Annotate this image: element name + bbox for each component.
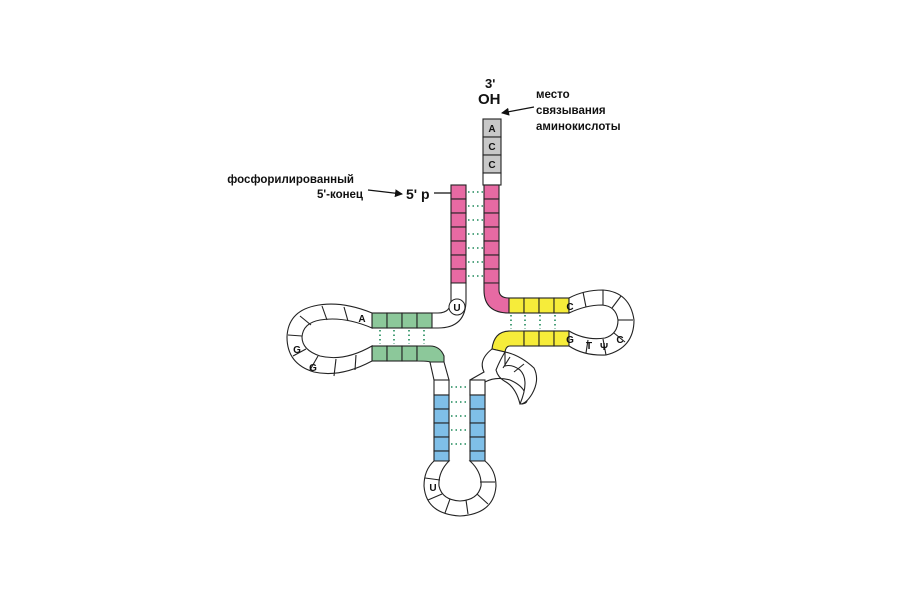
phospho-line-2: 5ʹ-конец (317, 189, 363, 201)
acceptor-stem: A C C (450, 118, 502, 284)
anticodon-white-seg (469, 379, 486, 396)
anticodon-arm (429, 361, 486, 462)
acceptor-right-seg (483, 184, 500, 200)
acc-terminal: A C C (482, 118, 502, 186)
base-g-2: G (309, 363, 317, 374)
base-t: T (586, 341, 592, 352)
acceptor-left-seg (450, 198, 467, 214)
base-c-loop: C (616, 335, 623, 346)
junction-curves (429, 282, 510, 329)
base-u-top: U (453, 303, 460, 314)
binding-site-line-1: место (536, 89, 570, 101)
d-bottom-seg (401, 345, 418, 362)
u-base-circle (448, 298, 466, 316)
d-top-seg (401, 312, 418, 329)
acceptor-right-seg (483, 254, 500, 270)
acceptor-right-seg (483, 268, 500, 284)
anticodon-right-seg (469, 450, 486, 462)
three-prime-end-label: 3ʹ OH (478, 76, 501, 108)
anticodon-left-seg (433, 394, 450, 410)
anticodon-white-seg (433, 379, 450, 396)
d-bottom-curve (416, 345, 445, 363)
d-top-seg (416, 312, 433, 329)
binding-site-arrow (501, 106, 535, 116)
phospho-arrow (367, 189, 403, 198)
anticodon-left-seg (433, 408, 450, 424)
base-c-terminal-2: C (488, 160, 495, 171)
base-u-anticodon: U (429, 483, 436, 494)
anticodon-right-seg (469, 408, 486, 424)
d-top-seg (371, 312, 388, 329)
three-prime-label: 3ʹ (485, 76, 495, 91)
acceptor-left-seg (450, 184, 467, 200)
t-bottom-seg (538, 330, 555, 347)
anticodon-left-seg (433, 422, 450, 438)
d-top-seg (386, 312, 403, 329)
d-loop: A G G (286, 303, 373, 377)
base-c-t: C (566, 302, 573, 313)
anticodon-right-seg (469, 422, 486, 438)
anticodon-right-seg (469, 394, 486, 410)
terminal-spacer-box (482, 172, 502, 186)
anticodon-loop-ring (423, 460, 497, 517)
acceptor-right-seg (483, 240, 500, 256)
t-top-seg (538, 297, 555, 314)
anticodon-left-seg (433, 450, 450, 462)
acceptor-right-seg (483, 198, 500, 214)
acceptor-right-seg (483, 212, 500, 228)
t-bottom-curve (491, 330, 525, 353)
acceptor-left-seg (450, 226, 467, 242)
base-c-terminal-1: C (488, 142, 495, 153)
oh-label: OH (478, 91, 501, 108)
d-bottom-seg (371, 345, 388, 362)
acceptor-right-seg (483, 226, 500, 242)
t-loop: C G T Ψ C (566, 289, 635, 356)
phospho-annotation: фосфорилированный 5ʹ-конец 5ʹ p (227, 174, 451, 202)
base-psi: Ψ (600, 342, 608, 353)
d-arm (371, 312, 445, 363)
acceptor-left-seg (450, 240, 467, 256)
anticodon-connector-left (429, 361, 450, 381)
variable-loop-outer (504, 351, 538, 405)
acceptor-right-strand (483, 184, 500, 284)
acceptor-pairing (468, 191, 483, 277)
anticodon-left-seg (433, 436, 450, 452)
t-bottom-seg (523, 330, 540, 347)
binding-site-annotation: место связывания аминокислоты (501, 89, 621, 133)
acceptor-left-seg (450, 254, 467, 270)
phospho-line-1: фосфорилированный (227, 174, 354, 186)
acceptor-left-strand (450, 184, 467, 284)
t-top-seg (523, 297, 540, 314)
junction-pink-curve (483, 282, 510, 314)
anticodon-right-seg (469, 436, 486, 452)
base-g-1: G (293, 345, 301, 356)
binding-site-line-2: связывания (536, 105, 606, 117)
acceptor-left-seg (450, 268, 467, 284)
t-top-seg (508, 297, 525, 314)
d-bottom-seg (386, 345, 403, 362)
d-loop-ring (286, 303, 373, 375)
base-a-terminal: A (488, 124, 495, 135)
anticodon-loop: U (423, 460, 497, 517)
acceptor-left-seg (450, 212, 467, 228)
base-a-d: A (358, 314, 365, 325)
five-prime-p-label: 5ʹ p (406, 186, 430, 202)
t-loop-ring (568, 289, 635, 356)
base-g-t: G (566, 335, 574, 346)
binding-site-line-3: аминокислоты (536, 121, 621, 133)
